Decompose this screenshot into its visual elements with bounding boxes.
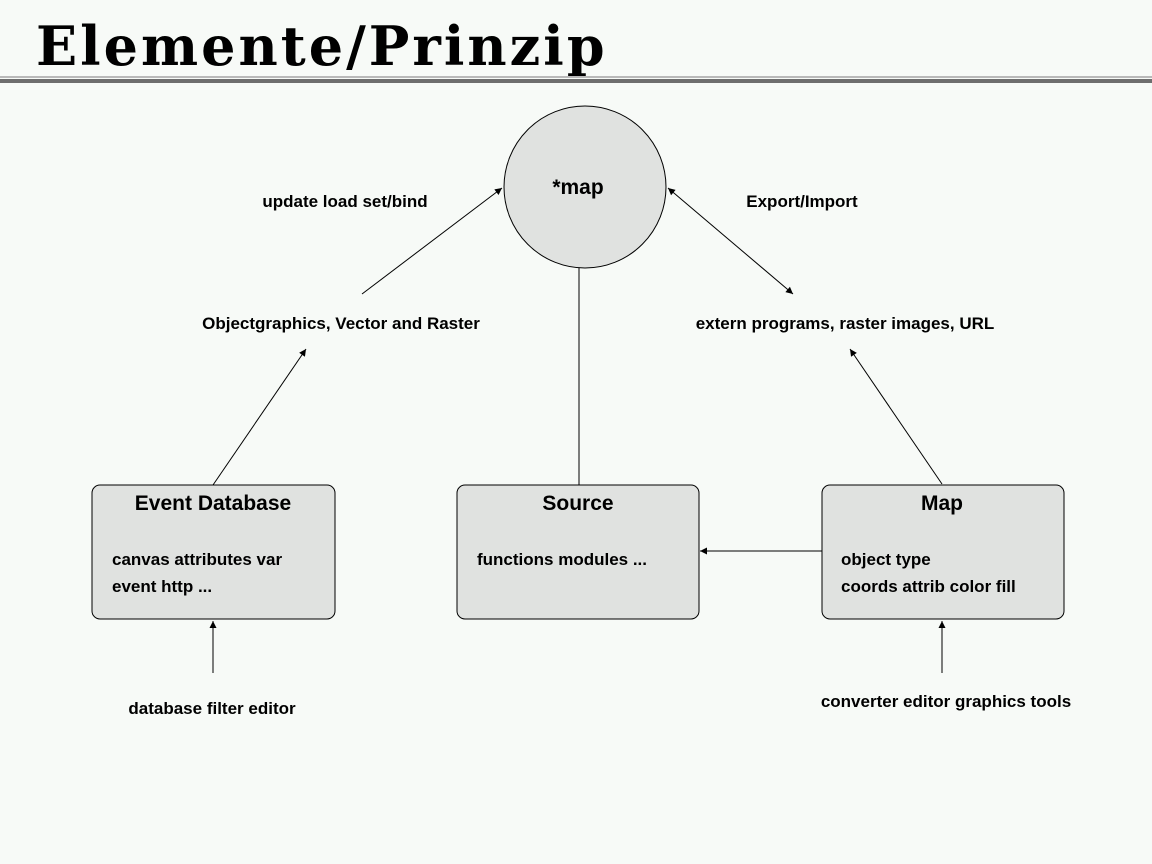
arrow-objectgraphics-to-map (361, 187, 503, 295)
export-import-label: Export/Import (746, 192, 858, 211)
map-node-circle (503, 105, 667, 269)
source-line: functions modules ... (477, 550, 647, 569)
map-box: Map object type coords attrib color fill (821, 484, 1065, 620)
event-database-line: canvas attributes var (112, 550, 282, 569)
source-title: Source (542, 492, 613, 515)
arrow-eventdb-to-objectgraphics (212, 348, 307, 486)
arrow-mapbox-to-extern (849, 348, 943, 485)
map-box-line: coords attrib color fill (841, 577, 1016, 596)
map-node: *map (503, 105, 667, 269)
database-tools-label: database filter editor (128, 699, 296, 718)
event-database-title: Event Database (135, 492, 291, 515)
event-database-line: event http ... (112, 577, 212, 596)
map-box-line: object type (841, 550, 931, 569)
map-box-frame (821, 484, 1065, 620)
map-tools-label: converter editor graphics tools (821, 692, 1071, 711)
map-box-title: Map (921, 492, 963, 515)
map-node-label: *map (552, 176, 603, 199)
source-box: Source functions modules ... (456, 484, 700, 620)
update-label: update load set/bind (262, 192, 427, 211)
arrow-map-export-import (667, 187, 794, 295)
title-rule-light (0, 76, 1152, 78)
objectgraphics-label: Objectgraphics, Vector and Raster (202, 314, 480, 333)
event-database-box: Event Database canvas attributes var eve… (91, 484, 336, 620)
title-rule (0, 79, 1152, 83)
page-title: Elemente/Prinzip (36, 14, 608, 78)
source-box-frame (456, 484, 700, 620)
event-database-box-frame (91, 484, 336, 620)
extern-label: extern programs, raster images, URL (696, 314, 995, 333)
